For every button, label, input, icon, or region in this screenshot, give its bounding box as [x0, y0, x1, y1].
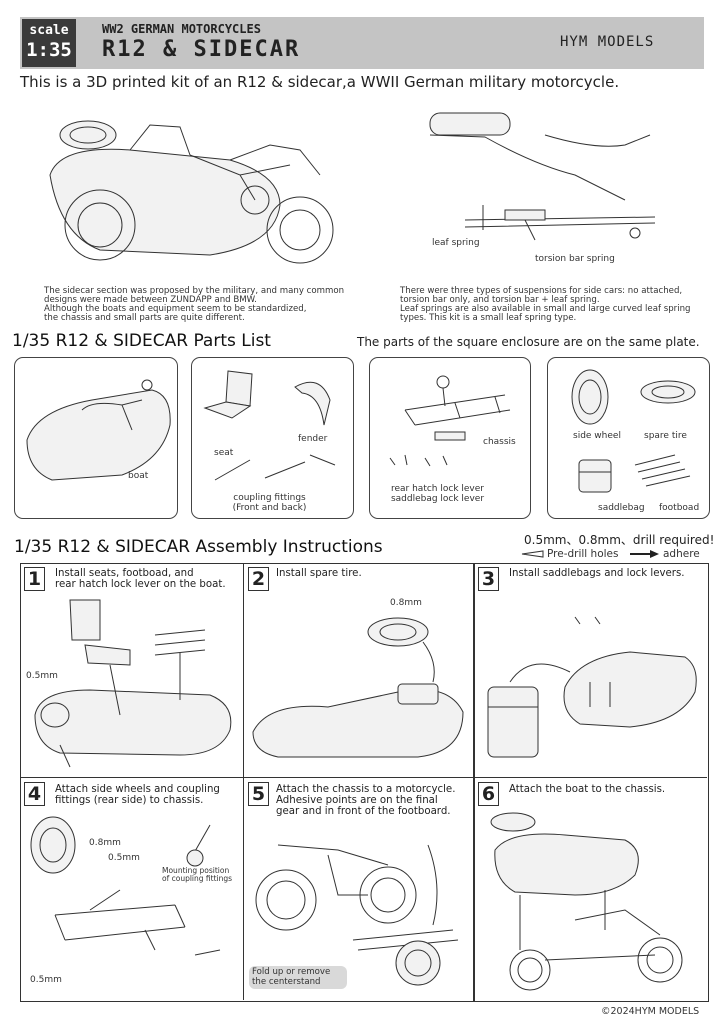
side-wheel-label: side wheel: [573, 431, 621, 441]
suspension-note: There were three types of suspensions fo…: [400, 286, 691, 323]
fender-part-illustration: [294, 381, 331, 426]
suspension-illustration: [429, 112, 656, 241]
step-5-text: Attach the chassis to a motorcycle.Adhes…: [276, 784, 456, 817]
assembly-heading: 1/35 R12 & SIDECAR Assembly Instructions: [14, 537, 383, 557]
seat-label: seat: [214, 448, 234, 458]
step-2-illustration: [252, 617, 464, 758]
step-2-text: Install spare tire.: [276, 568, 362, 579]
predrill-arrow-icon: [521, 550, 544, 558]
steps-frame-right: [473, 563, 709, 1002]
step-3-number: 3: [478, 567, 499, 591]
step-4-drill-size-a: 0.8mm: [89, 838, 121, 848]
parts-list-heading: 1/35 R12 & SIDECAR Parts List: [12, 331, 271, 351]
step-4-drill-size-b: 0.5mm: [108, 853, 140, 863]
step-5-illustration: [255, 844, 459, 986]
lock-levers-illustration: [389, 454, 448, 467]
intro-text: This is a 3D printed kit of an R12 & sid…: [20, 73, 620, 91]
step-2-number: 2: [248, 567, 269, 591]
step-4-illustration: [30, 816, 221, 956]
step-4-drill-size-c: 0.5mm: [30, 975, 62, 985]
step-3-text: Install saddlebags and lock levers.: [509, 568, 685, 579]
step-6-number: 6: [478, 782, 499, 806]
fender-label: fender: [298, 434, 328, 444]
side-wheel-illustration: [571, 369, 609, 425]
brand-name: HYM MODELS: [560, 34, 655, 50]
seat-part-illustration: [203, 370, 253, 419]
motorcycle-sidecar-illustration: [49, 120, 334, 264]
adhere-arrow-icon: [630, 550, 659, 558]
footboad-illustration: [634, 454, 691, 487]
predrill-legend: Pre-drill holes: [547, 548, 619, 560]
torsion-bar-spring-label: torsion bar spring: [535, 254, 615, 264]
coupling-fittings-label: coupling fittings(Front and back): [232, 493, 307, 513]
step-4-number: 4: [24, 782, 45, 806]
scale-value: 1:35: [26, 39, 72, 61]
spare-tire-label: spare tire: [644, 431, 687, 441]
header-subtitle: WW2 GERMAN MOTORCYCLES: [102, 22, 261, 36]
page-title: R12 & SIDECAR: [102, 37, 301, 62]
sidecar-history-note: The sidecar section was proposed by the …: [44, 286, 345, 323]
parts-panel-seat: [191, 357, 354, 519]
step-1-drill-size: 0.5mm: [26, 671, 58, 681]
spare-tire-illustration: [640, 380, 696, 404]
boat-part-illustration: [26, 379, 171, 481]
step-1-number: 1: [24, 567, 45, 591]
steps-row-divider: [20, 777, 707, 778]
chassis-part-illustration: [404, 375, 511, 441]
copyright-footer: ©2024HYM MODELS: [601, 1006, 700, 1017]
step-6-text: Attach the boat to the chassis.: [509, 784, 666, 795]
saddlebag-label: saddlebag: [598, 503, 645, 513]
adhere-legend: adhere: [663, 548, 700, 560]
step-1-illustration: [34, 599, 232, 768]
footboad-label: footboad: [659, 503, 700, 513]
chassis-label: chassis: [483, 437, 516, 447]
saddlebag-illustration: [578, 459, 612, 493]
step-3-illustration: [487, 616, 697, 758]
step-5-number: 5: [248, 782, 269, 806]
parts-list-note: The parts of the square enclosure are on…: [357, 335, 700, 349]
step-2-drill-size: 0.8mm: [390, 598, 422, 608]
drill-required-note: 0.5mm、0.8mm、drill required!: [524, 533, 715, 547]
coupling-fittings-illustration: [214, 454, 336, 481]
header-bar: [20, 17, 704, 69]
steps-col-divider: [243, 563, 244, 1000]
scale-label: scale: [29, 23, 69, 38]
step-6-illustration: [490, 812, 683, 991]
leaf-spring-label: leaf spring: [432, 238, 480, 248]
boat-label: boat: [128, 471, 149, 481]
steps-frame-left: [20, 563, 475, 1002]
scale-badge: scale 1:35: [22, 19, 76, 67]
